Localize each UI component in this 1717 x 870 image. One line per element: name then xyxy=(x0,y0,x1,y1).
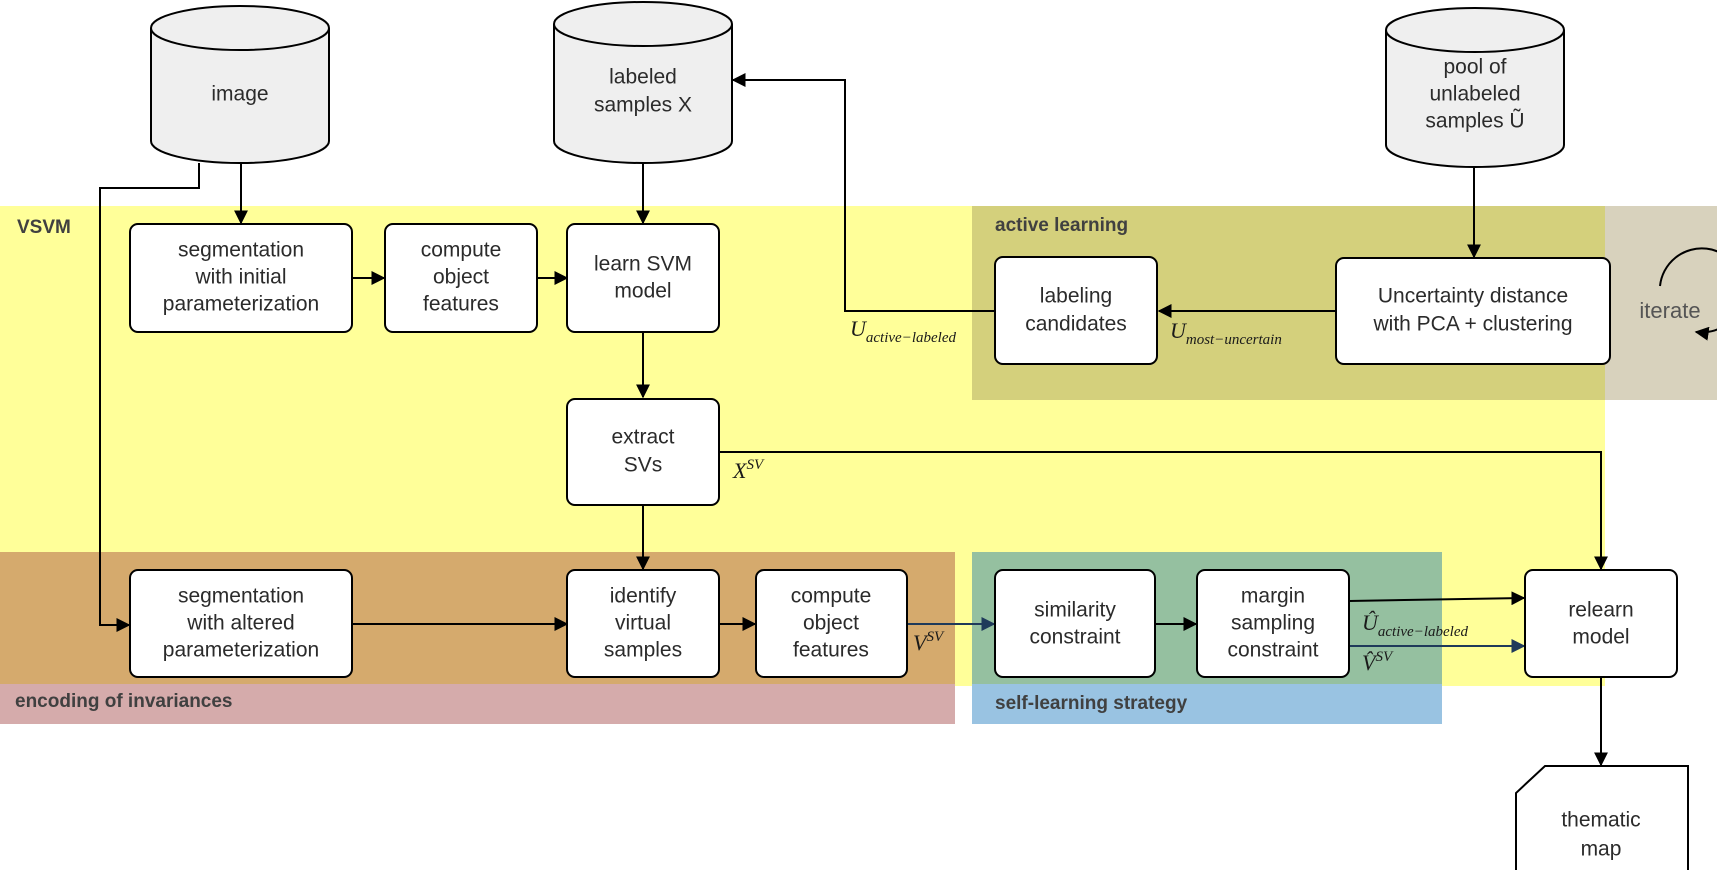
node-seg-initial-line3: parameterization xyxy=(163,293,319,316)
node-identify-virtual-line3: samples xyxy=(604,639,682,662)
active-learning-label: active learning xyxy=(995,215,1128,236)
node-extract-svs: extract SVs xyxy=(566,398,720,506)
database-pool-line3: samples Ũ xyxy=(1425,109,1524,133)
node-seg-altered-line3: parameterization xyxy=(163,639,319,662)
node-learn-svm: learn SVM model xyxy=(566,223,720,333)
node-uncertainty-line2: with PCA + clustering xyxy=(1372,313,1572,336)
node-margin-line2: sampling xyxy=(1231,612,1315,635)
vsvm-label: VSVM xyxy=(17,217,71,238)
edge-margin-to-relearn-top xyxy=(1348,591,1526,606)
label-u-hat-active-labeled: Ûactive−labeled xyxy=(1362,610,1468,640)
node-similarity-line2: constraint xyxy=(1029,626,1120,649)
edge-extract-to-relearn xyxy=(720,451,1608,571)
node-relearn-line2: model xyxy=(1572,626,1629,649)
node-learn-svm-line1: learn SVM xyxy=(594,253,692,276)
edge-labeling-to-labeled-samples xyxy=(731,73,994,312)
iterate-cycle-icon xyxy=(1659,247,1717,341)
node-thematic-map-line2: map xyxy=(1581,838,1622,861)
node-thematic-map-line1: thematic xyxy=(1561,809,1640,832)
label-u-most-uncertain: Umost−uncertain xyxy=(1170,318,1282,348)
database-labeled-line2: samples X xyxy=(594,94,692,117)
iterate-region xyxy=(1605,206,1717,400)
node-margin-line3: constraint xyxy=(1227,639,1318,662)
label-u-active-labeled: Uactive−labeled xyxy=(850,316,956,346)
iterate-label: iterate xyxy=(1639,298,1700,323)
node-seg-altered: segmentation with altered parameterizati… xyxy=(129,569,353,678)
node-compute-features-1: compute object features xyxy=(384,223,538,333)
node-identify-virtual-line1: identify xyxy=(610,585,677,608)
label-x-sv: XSV xyxy=(732,457,765,483)
node-seg-initial: segmentation with initial parameterizati… xyxy=(129,223,353,333)
database-unlabeled-pool: pool of unlabeled samples Ũ xyxy=(1385,7,1565,168)
node-similarity-line1: similarity xyxy=(1034,599,1116,622)
node-uncertainty-line1: Uncertainty distance xyxy=(1378,285,1568,308)
node-margin-sampling: margin sampling constraint xyxy=(1196,569,1350,678)
node-relearn-model: relearn model xyxy=(1524,569,1678,678)
node-seg-altered-line1: segmentation xyxy=(178,585,304,608)
node-compute-features-1-line3: features xyxy=(423,293,499,316)
self-learning-label: self-learning strategy xyxy=(995,693,1188,714)
edge-image-to-seg-altered xyxy=(99,163,200,632)
node-labeling-candidates: labeling candidates xyxy=(994,256,1158,365)
self-learning-region-bottom xyxy=(972,684,1442,724)
node-compute-features-2-line2: object xyxy=(803,612,859,635)
database-pool-line1: pool of xyxy=(1443,56,1506,79)
node-extract-svs-line1: extract xyxy=(611,426,674,449)
label-v-hat-sv: V̂SV xyxy=(1362,649,1394,675)
encoding-label: encoding of invariances xyxy=(15,691,233,712)
node-identify-virtual-line2: virtual xyxy=(615,612,671,635)
database-image-label: image xyxy=(211,83,268,106)
node-compute-features-2-line3: features xyxy=(793,639,869,662)
node-compute-features-2-line1: compute xyxy=(791,585,872,608)
node-extract-svs-line2: SVs xyxy=(624,454,663,477)
node-thematic-map: thematic map xyxy=(1515,765,1689,870)
iterate-cycle: iterate xyxy=(1639,247,1717,341)
database-pool-line2: unlabeled xyxy=(1429,83,1520,106)
node-similarity-constraint: similarity constraint xyxy=(994,569,1156,678)
node-learn-svm-line2: model xyxy=(614,280,671,303)
node-relearn-line1: relearn xyxy=(1568,599,1633,622)
database-labeled-line1: labeled xyxy=(609,66,677,89)
node-labeling-candidates-line1: labeling xyxy=(1040,285,1112,308)
node-seg-initial-line1: segmentation xyxy=(178,239,304,262)
node-compute-features-2: compute object features xyxy=(755,569,908,678)
node-seg-altered-line2: with altered xyxy=(186,612,294,635)
database-labeled-samples: labeled samples X xyxy=(553,1,733,164)
node-compute-features-1-line2: object xyxy=(433,266,489,289)
node-identify-virtual: identify virtual samples xyxy=(566,569,720,678)
database-image: image xyxy=(150,5,330,164)
node-margin-line1: margin xyxy=(1241,585,1305,608)
node-labeling-candidates-line2: candidates xyxy=(1025,313,1127,336)
node-seg-initial-line2: with initial xyxy=(194,266,286,289)
node-compute-features-1-line1: compute xyxy=(421,239,502,262)
encoding-region-bottom xyxy=(0,684,955,724)
edges xyxy=(99,73,1608,767)
node-uncertainty-distance: Uncertainty distance with PCA + clusteri… xyxy=(1335,257,1611,365)
label-v-sv: VSV xyxy=(913,629,945,655)
